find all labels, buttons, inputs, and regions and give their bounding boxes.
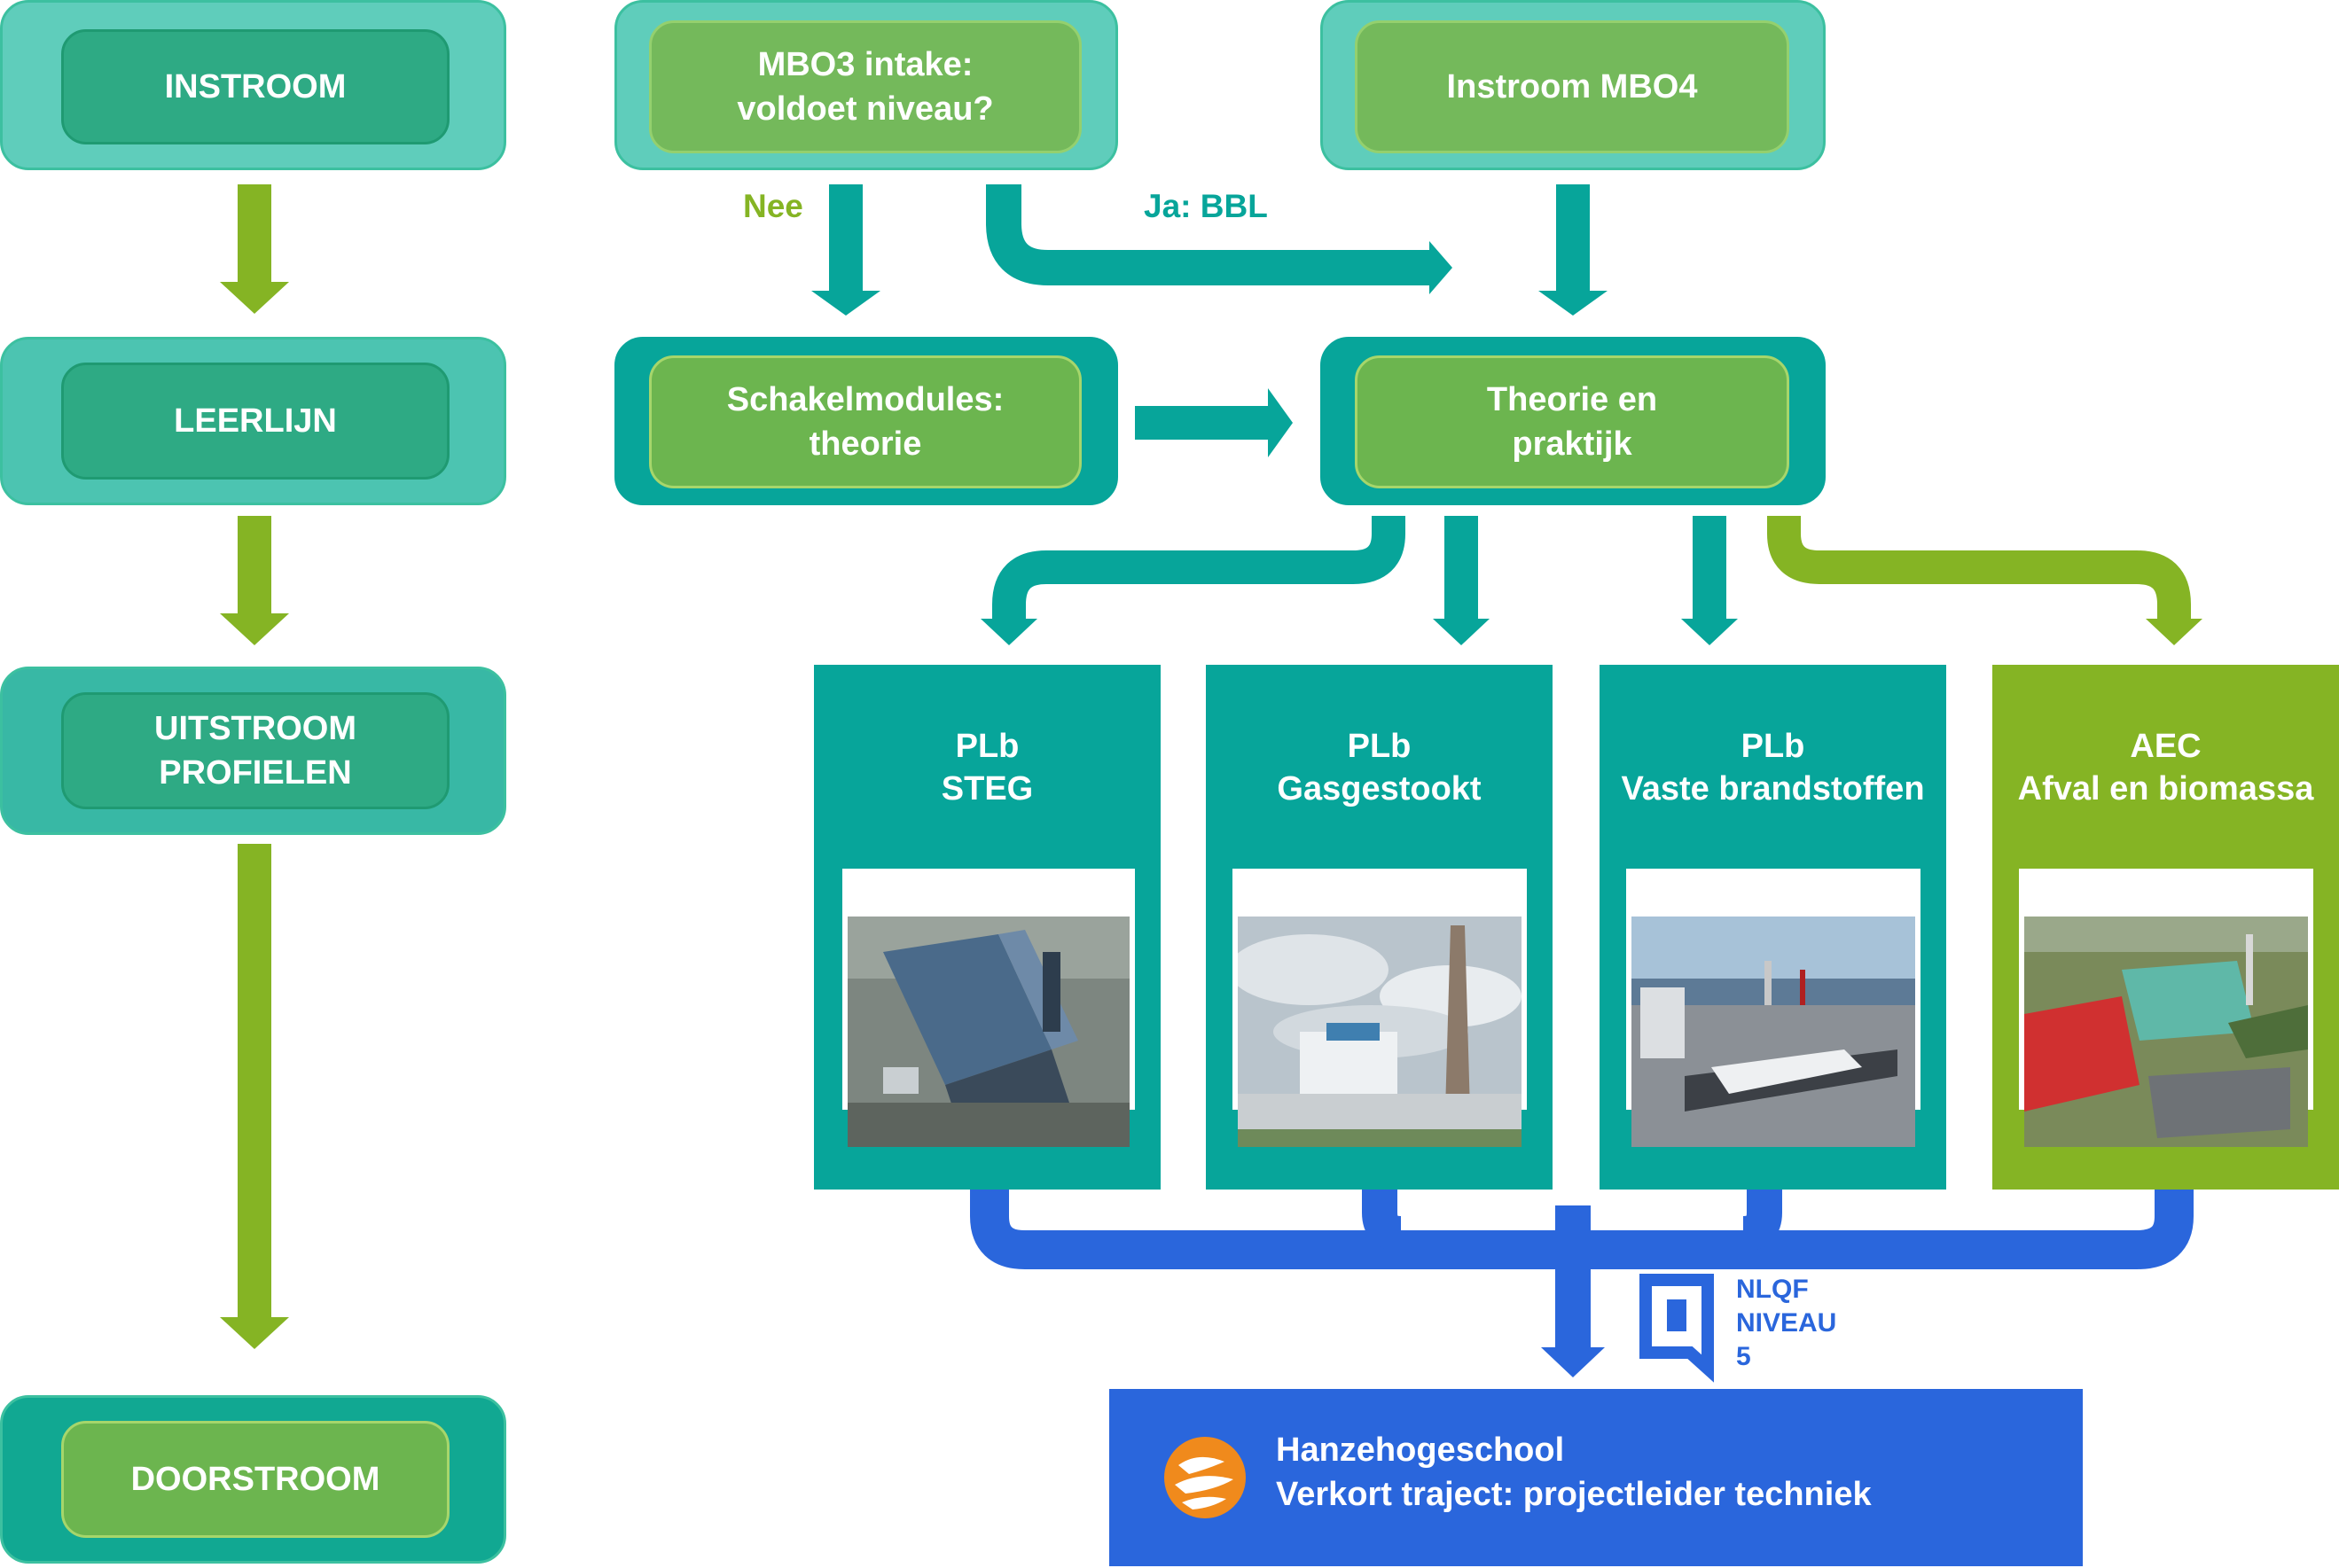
theorie-praktijk-box: Theorie en praktijk — [1320, 337, 1826, 505]
nlqf-logo-icon — [1639, 1274, 1714, 1383]
hanze-subtitle: Verkort traject: projectleider techniek — [1276, 1476, 1872, 1513]
schakelmodules-label: Schakelmodules: theorie — [649, 355, 1082, 488]
leerlijn-box: LEERLIJN — [0, 337, 506, 505]
nlqf-line-3: 5 — [1736, 1342, 1751, 1371]
hanze-text: Hanzehogeschool Verkort traject: project… — [1276, 1428, 1872, 1517]
nlqf-line-1: NLQF — [1736, 1275, 1809, 1304]
instroom-mbo4-box: Instroom MBO4 — [1320, 0, 1826, 170]
waste-plant-photo-icon — [2019, 869, 2313, 1147]
top-flow-arrows — [811, 184, 1608, 457]
instroom-mbo4-label: Instroom MBO4 — [1355, 20, 1789, 153]
hanze-logo-icon — [1164, 1437, 1246, 1518]
profile-title: PLb Gasgestookt — [1277, 728, 1482, 807]
left-column-arrows — [220, 184, 289, 1349]
doorstroom-label: DOORSTROOM — [61, 1421, 450, 1538]
nlqf-line-2: NIVEAU — [1736, 1308, 1837, 1338]
hanzehogeschool-box: Hanzehogeschool Verkort traject: project… — [1109, 1389, 2083, 1566]
profile-card-afval-biomassa: AEC Afval en biomassa — [1992, 665, 2339, 1190]
steg-plant-photo-icon — [842, 869, 1135, 1147]
distribution-arrows — [981, 516, 2202, 645]
theorie-praktijk-label: Theorie en praktijk — [1355, 355, 1789, 488]
instroom-label: INSTROOM — [61, 29, 450, 144]
hanze-title: Hanzehogeschool — [1276, 1431, 1565, 1469]
instroom-box: INSTROOM — [0, 0, 506, 170]
profile-card-gasgestookt: PLb Gasgestookt — [1206, 665, 1553, 1190]
profile-card-vaste-brandstoffen: PLb Vaste brandstoffen — [1600, 665, 1946, 1190]
nlqf-level-text: NLQF NIVEAU 5 — [1736, 1273, 1836, 1374]
profile-title: PLb STEG — [941, 728, 1034, 807]
ja-bbl-label: Ja: BBL — [1144, 188, 1268, 224]
mbo3-intake-label: MBO3 intake: voldoet niveau? — [649, 20, 1082, 153]
schakelmodules-box: Schakelmodules: theorie — [614, 337, 1118, 505]
leerlijn-label: LEERLIJN — [61, 363, 450, 480]
doorstroom-box: DOORSTROOM — [0, 1395, 506, 1564]
merge-connector — [970, 1190, 2194, 1377]
profile-card-steg: PLb STEG — [814, 665, 1161, 1190]
profile-title: PLb Vaste brandstoffen — [1621, 728, 1925, 807]
uitstroom-label: UITSTROOM PROFIELEN — [61, 692, 450, 809]
nee-label: Nee — [743, 188, 803, 224]
uitstroom-box: UITSTROOM PROFIELEN — [0, 667, 506, 835]
mbo3-intake-box: MBO3 intake: voldoet niveau? — [614, 0, 1118, 170]
gas-plant-chimney-photo-icon — [1232, 869, 1527, 1147]
profile-title: AEC Afval en biomassa — [2017, 728, 2314, 807]
coal-plant-harbour-photo-icon — [1626, 869, 1920, 1147]
